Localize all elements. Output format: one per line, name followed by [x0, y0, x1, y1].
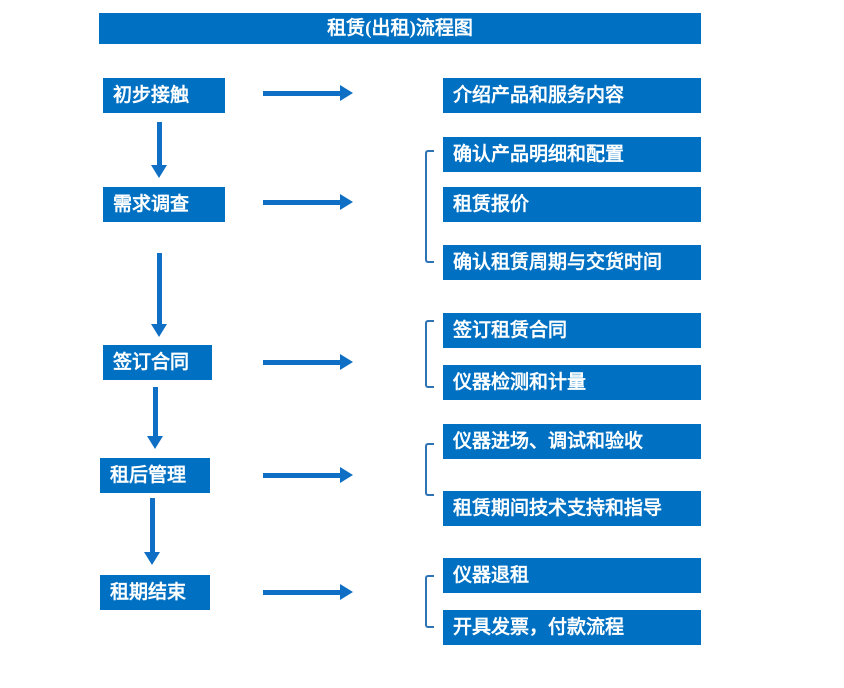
step-box-initial-contact: 初步接触 — [103, 78, 225, 113]
down-arrow-icon — [151, 122, 167, 178]
step-box-demand-survey: 需求调查 — [103, 187, 225, 222]
down-arrow-icon — [147, 387, 163, 449]
step-box-rental-end: 租期结束 — [100, 575, 210, 610]
flowchart-title: 租赁(出租)流程图 — [99, 13, 701, 44]
detail-box-confirm-product-details-config: 确认产品明细和配置 — [443, 137, 701, 172]
group-bracket-icon — [425, 150, 434, 263]
group-bracket-icon — [425, 320, 434, 388]
detail-box-rental-quotation: 租赁报价 — [443, 187, 701, 222]
right-arrow-icon — [263, 194, 353, 210]
detail-box-instrument-return: 仪器退租 — [443, 558, 701, 593]
down-arrow-icon — [144, 498, 160, 565]
detail-box-instrument-inspection-calibration: 仪器检测和计量 — [443, 365, 701, 400]
right-arrow-icon — [263, 467, 353, 483]
detail-box-instrument-arrival-debug-acceptance: 仪器进场、调试和验收 — [443, 424, 701, 459]
right-arrow-icon — [263, 584, 353, 600]
step-box-post-rental-management: 租后管理 — [100, 458, 210, 493]
detail-box-technical-support-guidance: 租赁期间技术支持和指导 — [443, 491, 701, 526]
down-arrow-icon — [151, 253, 167, 337]
detail-box-confirm-rental-period-delivery: 确认租赁周期与交货时间 — [443, 245, 701, 280]
detail-box-introduce-products-services: 介绍产品和服务内容 — [443, 78, 701, 113]
right-arrow-icon — [263, 85, 353, 101]
group-bracket-icon — [425, 575, 434, 628]
step-box-sign-contract: 签订合同 — [103, 345, 212, 380]
right-arrow-icon — [263, 354, 353, 370]
detail-box-invoice-payment-process: 开具发票，付款流程 — [443, 610, 701, 645]
detail-box-sign-rental-contract: 签订租赁合同 — [443, 313, 701, 348]
group-bracket-icon — [425, 443, 434, 496]
